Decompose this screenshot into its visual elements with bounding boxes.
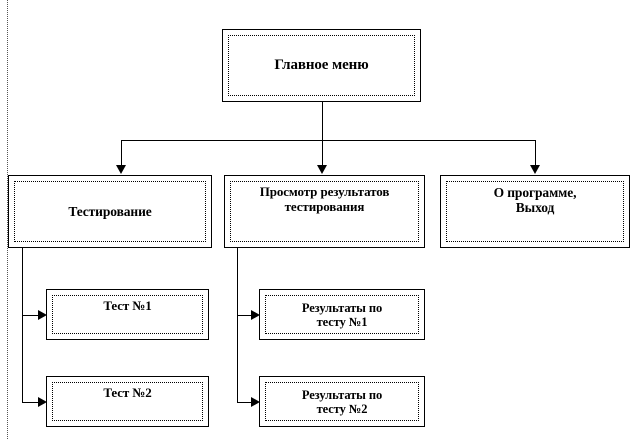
connector-horizontal-bus xyxy=(121,140,535,141)
connector-left-spine xyxy=(22,248,23,402)
node-view-results-label: Просмотр результатов тестирования xyxy=(259,184,390,214)
connector-drop-to-testing xyxy=(121,140,122,166)
node-about-exit-inner: О программе, Выход xyxy=(446,181,624,242)
node-results-test-2-inner: Результаты по тесту №2 xyxy=(265,382,419,421)
node-about-exit-label: О программе, Выход xyxy=(493,185,577,216)
arrowhead-down-about-exit xyxy=(530,165,540,174)
connector-feed-test-1 xyxy=(22,315,38,316)
node-test-1[interactable]: Тест №1 xyxy=(46,289,209,340)
arrowhead-right-test-2 xyxy=(38,397,47,407)
node-results-test-1-label: Результаты по тесту №1 xyxy=(301,300,383,329)
node-testing[interactable]: Тестирование xyxy=(8,175,212,248)
node-testing-label: Тестирование xyxy=(68,203,152,219)
node-about-exit[interactable]: О программе, Выход xyxy=(440,175,630,248)
node-main-menu-inner: Главное меню xyxy=(228,35,415,96)
node-test-1-inner: Тест №1 xyxy=(52,295,203,334)
node-test-1-label: Тест №1 xyxy=(103,298,152,313)
node-results-test-2-label: Результаты по тесту №2 xyxy=(301,387,383,416)
node-results-test-1[interactable]: Результаты по тесту №1 xyxy=(259,289,425,340)
page-margin-guide xyxy=(7,0,8,439)
arrowhead-right-results-2 xyxy=(251,397,260,407)
arrowhead-right-results-1 xyxy=(251,310,260,320)
node-main-menu-label: Главное меню xyxy=(274,57,369,74)
node-results-test-2[interactable]: Результаты по тесту №2 xyxy=(259,376,425,427)
connector-drop-to-view-results xyxy=(322,140,323,166)
node-main-menu[interactable]: Главное меню xyxy=(222,29,421,102)
connector-mid-spine xyxy=(237,248,238,402)
connector-root-stem xyxy=(322,102,323,140)
arrowhead-down-testing xyxy=(116,165,126,174)
connector-feed-results-1 xyxy=(237,315,251,316)
arrowhead-right-test-1 xyxy=(38,310,47,320)
node-test-2[interactable]: Тест №2 xyxy=(46,376,209,427)
node-test-2-inner: Тест №2 xyxy=(52,382,203,421)
node-results-test-1-inner: Результаты по тесту №1 xyxy=(265,295,419,334)
node-test-2-label: Тест №2 xyxy=(103,385,152,400)
connector-drop-to-about-exit xyxy=(535,140,536,166)
connector-feed-test-2 xyxy=(22,402,38,403)
arrowhead-down-view-results xyxy=(317,165,327,174)
node-view-results[interactable]: Просмотр результатов тестирования xyxy=(224,175,425,248)
node-view-results-inner: Просмотр результатов тестирования xyxy=(230,181,419,242)
node-testing-inner: Тестирование xyxy=(14,181,206,242)
connector-feed-results-2 xyxy=(237,402,251,403)
